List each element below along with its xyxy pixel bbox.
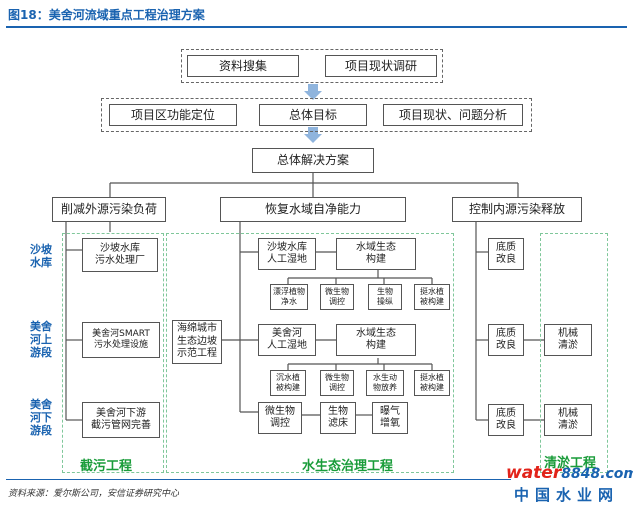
watermark-site: 中国水业网 (514, 486, 620, 504)
reduce-external-box: 削减外源污染负荷 (52, 197, 166, 222)
overall-plan-box: 总体解决方案 (252, 148, 374, 173)
arrow-1 (304, 84, 322, 100)
lower-bed-box: 生物 滤床 (320, 402, 356, 434)
watermark-suffix: .com (600, 466, 633, 482)
sponge-box: 海绵城市 生态边坡 示范工程 (172, 320, 222, 364)
sediment-frame (540, 233, 608, 473)
upper-item-2: 微生物 调控 (320, 370, 354, 396)
interception-label: 截污工程 (80, 459, 133, 474)
upper-item-4: 挺水植 被构建 (414, 370, 450, 396)
shapo-wetland-box: 沙坡水库 人工湿地 (258, 238, 316, 270)
section-label-upper: 美舍 河上 游段 (30, 320, 52, 360)
ecology-frame (166, 233, 454, 473)
shapo-sediment-box: 底质 改良 (488, 238, 524, 270)
watermark-brand: water (506, 463, 562, 483)
title-rule (6, 26, 627, 28)
watermark-logo: water8848.com (506, 463, 633, 483)
shapo-item-2: 微生物 调控 (320, 284, 354, 310)
shapo-eco-box: 水域生态 构建 (336, 238, 416, 270)
shapo-item-1: 漂浮植物 净水 (270, 284, 308, 310)
upper-smart-box: 美舍河SMART 污水处理设施 (82, 322, 160, 358)
lower-dredge-box: 机械 清淤 (544, 404, 592, 436)
lower-pipe-box: 美舍河下游 截污管网完善 (82, 402, 160, 438)
figure-title: 图18：美舍河流域重点工程治理方案 (8, 8, 205, 22)
lower-sediment-box: 底质 改良 (488, 404, 524, 436)
upper-eco-box: 水域生态 构建 (336, 324, 416, 356)
bottom-rule (6, 479, 511, 480)
collect-box: 资料搜集 (187, 55, 299, 77)
upper-wetland-box: 美舍河 人工湿地 (258, 324, 316, 356)
stage1-frame (181, 49, 443, 83)
interception-frame (62, 233, 164, 473)
watermark-number: 8848 (561, 466, 601, 482)
stage2-frame (101, 98, 532, 132)
upper-dredge-box: 机械 清淤 (544, 324, 592, 356)
upper-sediment-box: 底质 改良 (488, 324, 524, 356)
upper-item-3: 水生动 物放养 (366, 370, 404, 396)
section-label-shapo: 沙坡 水库 (30, 243, 52, 270)
positioning-box: 项目区功能定位 (109, 104, 237, 126)
goal-box: 总体目标 (259, 104, 367, 126)
figure-source: 资料来源：爱尔斯公司，安信证券研究中心 (8, 489, 180, 499)
upper-item-1: 沉水植 被构建 (270, 370, 306, 396)
restore-self-box: 恢复水域自净能力 (220, 197, 406, 222)
lower-aeration-box: 曝气 增氧 (372, 402, 408, 434)
survey-box: 项目现状调研 (325, 55, 437, 77)
ecology-label: 水生态治理工程 (302, 459, 394, 474)
section-label-lower: 美舍 河下 游段 (30, 398, 52, 438)
shapo-wwtp-box: 沙坡水库 污水处理厂 (82, 238, 158, 272)
shapo-item-3: 生物 操纵 (368, 284, 402, 310)
sediment-label: 清淤工程 (544, 456, 597, 471)
shapo-item-4: 挺水植 被构建 (414, 284, 450, 310)
lower-micro-box: 微生物 调控 (258, 402, 302, 434)
problems-box: 项目现状、问题分析 (383, 104, 523, 126)
control-internal-box: 控制内源污染释放 (452, 197, 582, 222)
